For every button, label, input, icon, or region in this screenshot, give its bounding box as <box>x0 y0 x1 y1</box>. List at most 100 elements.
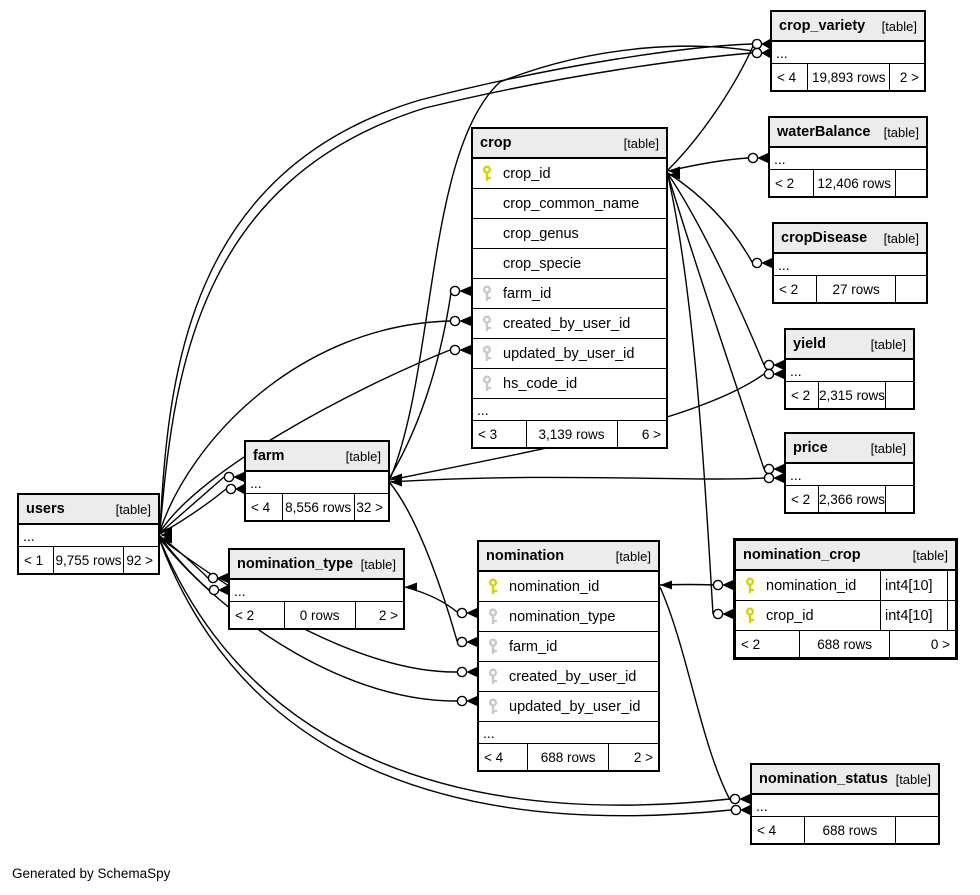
footer-rows-count: 2,366 rows <box>817 486 886 512</box>
relationship-edge <box>667 45 754 171</box>
column-row: nomination_id <box>479 572 658 602</box>
row-end-cell <box>947 571 955 600</box>
table-header: yield[table] <box>786 330 913 360</box>
ellipsis-label: ... <box>774 150 786 167</box>
table-header: price[table] <box>786 434 913 464</box>
cardinality-dot-icon <box>763 359 775 371</box>
footer-children-count <box>894 170 926 196</box>
foreign-key-arrow-icon <box>773 464 784 474</box>
table-name: crop <box>480 135 512 151</box>
footer-parents-count: < 4 <box>777 69 797 85</box>
table-type-tag: [table] <box>115 501 151 517</box>
foreign-key-arrow-icon <box>466 667 477 677</box>
key-icon-slot <box>479 314 494 333</box>
column-row: nomination_type <box>479 602 658 632</box>
foreign-key-arrow-icon <box>466 608 477 618</box>
column-name: crop_common_name <box>503 195 640 212</box>
column-row: crop_id <box>473 159 666 189</box>
column-name: nomination_id <box>509 578 600 595</box>
foreign-key-arrow-icon <box>773 369 784 379</box>
footer-parents-count: < 1 <box>24 552 44 568</box>
foreign-key-arrow-icon <box>459 316 471 326</box>
parent-arrow-icon <box>660 580 672 590</box>
foreign-key-arrow-icon <box>773 473 784 483</box>
footer-parents-count: < 3 <box>478 426 498 442</box>
foreign-key-arrow-icon <box>235 484 244 494</box>
key-icon-slot <box>742 606 757 625</box>
cardinality-dot-icon <box>456 695 468 707</box>
footer-children-count: 32 > <box>353 494 388 520</box>
foreign-key-icon <box>482 344 491 361</box>
relationship-edge <box>667 172 753 263</box>
parent-arrow-icon <box>160 534 172 544</box>
column-name: updated_by_user_id <box>503 345 635 362</box>
cardinality-dot-icon <box>456 666 468 678</box>
table-type-tag: [table] <box>870 440 906 456</box>
table-name: nomination_crop <box>743 547 861 563</box>
cardinality-dot-icon <box>751 257 763 269</box>
footer-parents-count: < 2 <box>779 281 799 297</box>
table-crop[interactable]: crop[table]crop_id crop_common_name crop_g… <box>471 127 668 449</box>
relationship-edge <box>667 175 714 615</box>
foreign-key-arrow-icon <box>233 472 244 482</box>
ellipsis-row: ... <box>786 464 913 486</box>
ellipsis-label: ... <box>778 256 790 273</box>
key-icon-slot <box>485 577 500 596</box>
column-name: crop_genus <box>503 225 579 242</box>
relationship-edge <box>659 586 731 801</box>
relationship-edge <box>159 539 731 806</box>
key-icon-slot <box>742 576 757 595</box>
table-name: crop_variety <box>779 18 866 34</box>
table-header: crop_variety [table] <box>772 12 924 42</box>
table-header: crop[table] <box>473 129 666 159</box>
key-icon-slot <box>479 284 494 303</box>
foreign-key-icon <box>482 314 491 331</box>
ellipsis-row: ... <box>774 254 926 276</box>
table-header: users[table] <box>19 495 158 525</box>
relationship-edge <box>159 320 451 532</box>
table-name: farm <box>253 448 285 464</box>
table-type-tag: [table] <box>345 448 381 464</box>
table-type-tag: [table] <box>615 548 651 564</box>
foreign-key-arrow-icon <box>459 286 471 296</box>
footer-rows-count: 2,315 rows <box>817 382 886 408</box>
ellipsis-row: ... <box>19 525 158 547</box>
footer-rows-count: 688 rows <box>804 817 894 843</box>
footer-rows-count: 19,893 rows <box>807 64 889 90</box>
column-row: hs_code_id <box>473 369 666 399</box>
table-type-tag: [table] <box>883 124 919 140</box>
relationship-edge <box>389 292 452 478</box>
table-header: nomination_type[table] <box>230 550 403 580</box>
foreign-key-icon <box>488 637 497 654</box>
foreign-key-icon <box>482 374 491 391</box>
footer-parents-count: < 2 <box>741 636 761 652</box>
table-header: nomination_status[table] <box>752 765 938 795</box>
primary-key-icon <box>745 606 754 623</box>
footer-rows-count: 8,556 rows <box>281 494 354 520</box>
column-row: crop_specie <box>473 249 666 279</box>
column-row: farm_id <box>479 632 658 662</box>
table-type-tag: [table] <box>881 18 917 34</box>
cardinality-dot-icon <box>730 804 742 816</box>
ellipsis-label: ... <box>234 582 246 599</box>
table-header: nomination_crop[table] <box>736 541 955 571</box>
cardinality-dot-icon <box>763 463 775 475</box>
